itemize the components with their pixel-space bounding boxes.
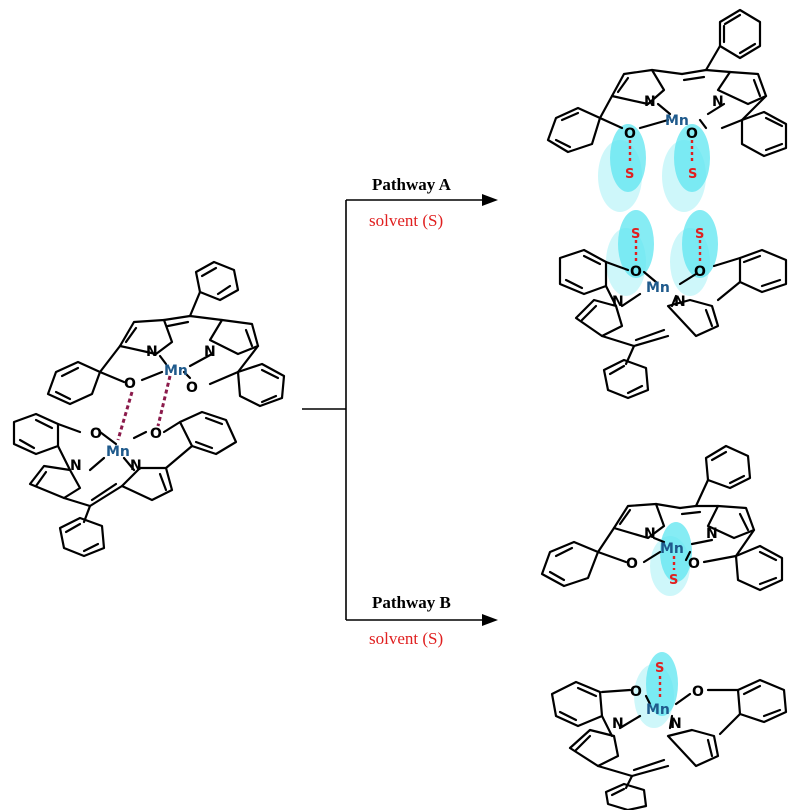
nitrogen-label: N	[130, 458, 142, 474]
oxygen-label: O	[90, 426, 102, 442]
arrow-head-a	[482, 194, 498, 206]
oxygen-label: O	[630, 684, 642, 700]
mn-o-interaction	[116, 391, 134, 441]
product-b-lower: Mn N N O O S	[550, 652, 788, 810]
metal-label: Mn	[646, 702, 670, 718]
oxygen-label: O	[124, 376, 136, 392]
oxygen-label: O	[694, 264, 706, 280]
metal-label: Mn	[646, 280, 670, 296]
nitrogen-label: N	[644, 94, 656, 110]
branch-arrows	[302, 194, 498, 626]
nitrogen-label: N	[612, 294, 624, 310]
pathway-a-condition: solvent (S)	[369, 211, 443, 230]
solvent-label: S	[625, 167, 634, 182]
solvent-label: S	[631, 227, 640, 242]
oxygen-label: O	[692, 684, 704, 700]
metal-label: Mn	[660, 541, 684, 557]
solvent-label: S	[688, 167, 697, 182]
phenyl-group	[194, 260, 240, 302]
oxygen-label: O	[624, 126, 636, 142]
nitrogen-label: N	[670, 716, 682, 732]
oxygen-label: O	[626, 556, 638, 572]
nitrogen-label: N	[146, 344, 158, 360]
nitrogen-label: N	[644, 526, 656, 542]
nitrogen-label: N	[712, 94, 724, 110]
product-b-upper: Mn N N O O S	[540, 444, 784, 596]
arrow-head-b	[482, 614, 498, 626]
oxygen-label: O	[686, 126, 698, 142]
reactant-dimer: Mn N N O O Mn O O N N	[12, 260, 286, 558]
pathway-b-condition: solvent (S)	[369, 629, 443, 648]
oxygen-label: O	[186, 380, 198, 396]
pathway-b-label: Pathway B	[372, 593, 451, 612]
nitrogen-label: N	[706, 526, 718, 542]
metal-label: Mn	[164, 363, 188, 379]
product-a-upper: Mn N N O O S S	[546, 8, 788, 212]
oxygen-label: O	[150, 426, 162, 442]
solvent-label: S	[669, 573, 678, 588]
oxygen-label: O	[630, 264, 642, 280]
metal-label: Mn	[106, 444, 130, 460]
metal-label: Mn	[665, 113, 689, 129]
solvent-label: S	[695, 227, 704, 242]
mn-o-interaction	[156, 375, 172, 427]
product-a-lower: Mn N N O O S S	[558, 210, 788, 400]
pathway-a-label: Pathway A	[372, 175, 452, 194]
nitrogen-label: N	[204, 344, 216, 360]
oxygen-label: O	[688, 556, 700, 572]
solvent-label: S	[655, 661, 664, 676]
nitrogen-label: N	[612, 716, 624, 732]
nitrogen-label: N	[70, 458, 82, 474]
nitrogen-label: N	[674, 294, 686, 310]
